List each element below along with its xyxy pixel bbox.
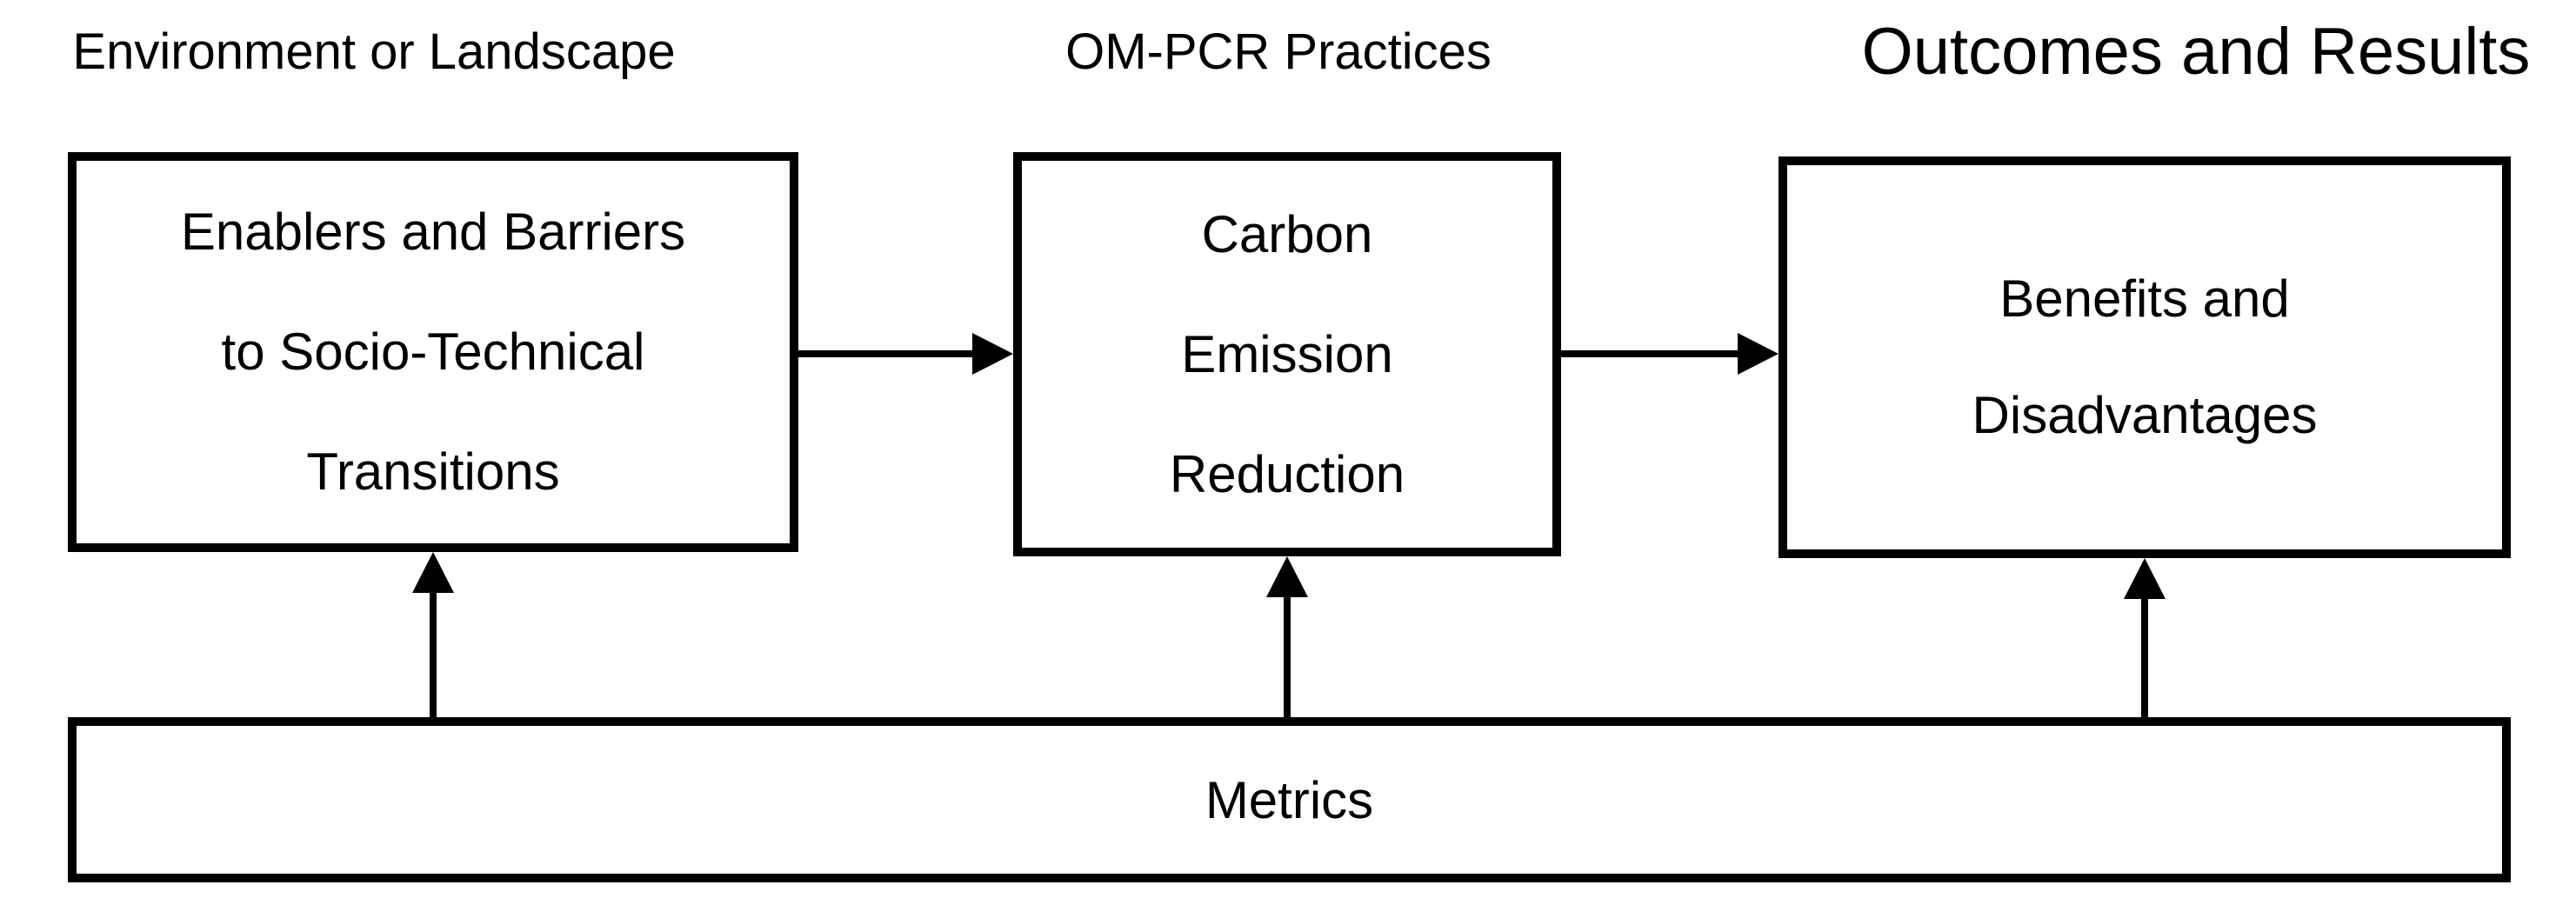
carbon-line-1: Carbon (1201, 204, 1373, 263)
arrow-metrics-to-enablers (412, 552, 454, 717)
arrow-metrics-to-benefits (2124, 558, 2166, 717)
metrics-label: Metrics (1205, 770, 1374, 829)
benefits-line-1: Benefits and (1999, 269, 2290, 328)
enablers-line-3: Transitions (306, 442, 560, 501)
benefits-disadvantages-box: Benefits and Disadvantages (1779, 156, 2511, 558)
carbon-line-2: Emission (1181, 324, 1393, 383)
arrow-metrics-to-carbon (1266, 556, 1308, 717)
enablers-line-1: Enablers and Barriers (180, 203, 686, 261)
arrow-enablers-to-carbon (798, 333, 1013, 375)
outcomes-heading: Outcomes and Results (1861, 15, 2531, 89)
carbon-line-3: Reduction (1169, 444, 1405, 503)
benefits-line-2: Disadvantages (1972, 386, 2318, 444)
metrics-box: Metrics (68, 717, 2511, 882)
practices-heading: OM-PCR Practices (1065, 23, 1492, 80)
enablers-barriers-box: Enablers and Barriers to Socio-Technical… (68, 152, 798, 552)
carbon-emission-reduction-box: Carbon Emission Reduction (1013, 152, 1561, 556)
enablers-line-2: to Socio-Technical (221, 323, 645, 381)
environment-heading: Environment or Landscape (72, 23, 676, 80)
arrow-carbon-to-benefits (1561, 333, 1779, 375)
